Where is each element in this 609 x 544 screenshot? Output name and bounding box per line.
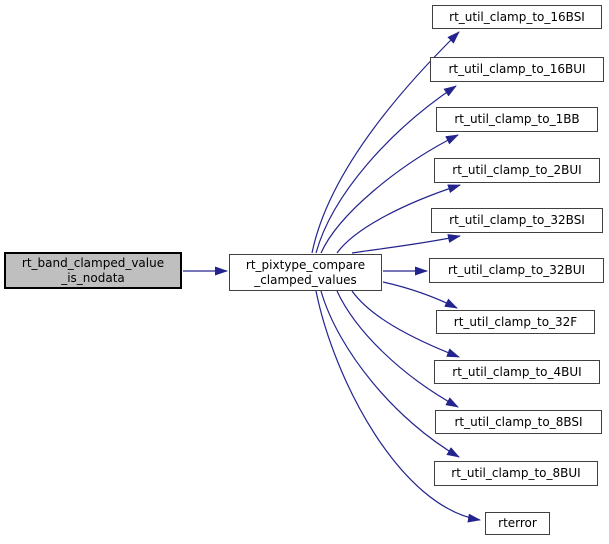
node-rt-util-clamp-to-8bsi[interactable]: rt_util_clamp_to_8BSI: [435, 410, 602, 434]
node-label: rt_util_clamp_to_8BSI: [454, 414, 583, 429]
node-rt-util-clamp-to-2bui[interactable]: rt_util_clamp_to_2BUI: [434, 158, 600, 183]
node-label: rt_util_clamp_to_16BSI: [449, 9, 585, 24]
node-rt-util-clamp-to-4bui[interactable]: rt_util_clamp_to_4BUI: [434, 360, 600, 384]
edge-to-clamp-16bsi: [311, 31, 460, 254]
node-rterror[interactable]: rterror: [485, 512, 550, 535]
edge-to-clamp-2bui: [336, 184, 461, 254]
node-label: rt_util_clamp_to_32BUI: [447, 263, 586, 277]
node-label: rt_util_clamp_to_1BB: [454, 112, 580, 126]
node-label: rt_util_clamp_to_32F: [453, 314, 578, 329]
edge-to-clamp-4bui: [351, 290, 460, 358]
edge-to-rterror: [315, 290, 481, 523]
node-rt-util-clamp-to-16bsi[interactable]: rt_util_clamp_to_16BSI: [432, 5, 602, 29]
node-label: rt_util_clamp_to_32BSI: [449, 213, 585, 227]
node-label: rterror: [498, 516, 537, 530]
node-rt-util-clamp-to-32bsi[interactable]: rt_util_clamp_to_32BSI: [431, 208, 603, 233]
node-rt-util-clamp-to-8bui[interactable]: rt_util_clamp_to_8BUI: [434, 461, 598, 486]
node-rt-util-clamp-to-32bui[interactable]: rt_util_clamp_to_32BUI: [429, 258, 604, 283]
node-rt-util-clamp-to-1bb[interactable]: rt_util_clamp_to_1BB: [436, 107, 598, 132]
edge-to-clamp-32f: [382, 281, 458, 309]
edge-to-clamp-32bsi: [351, 234, 461, 254]
node-label-line: rt_band_clamped_value: [21, 255, 165, 270]
node-rt-util-clamp-to-16bui[interactable]: rt_util_clamp_to_16BUI: [430, 57, 604, 82]
node-label-line: _is_nodata: [61, 270, 125, 285]
edge-to-clamp-1bb: [320, 134, 459, 254]
node-label: rt_util_clamp_to_4BUI: [452, 364, 582, 379]
node-label: rt_util_clamp_to_16BUI: [448, 62, 586, 76]
node-label-line: rt_pixtype_compare: [245, 257, 366, 272]
node-rt-pixtype-compare-clamped-values[interactable]: rt_pixtype_compare _clamped_values: [229, 254, 382, 291]
edge-to-clamp-8bsi: [336, 290, 459, 408]
node-label: rt_util_clamp_to_8BUI: [451, 466, 581, 480]
node-label: rt_util_clamp_to_2BUI: [452, 163, 582, 177]
edge-to-clamp-16bui: [315, 85, 457, 254]
edge-to-clamp-8bui: [320, 290, 460, 458]
node-label-line: _clamped_values: [254, 272, 357, 287]
node-rt-band-clamped-value-is-nodata: rt_band_clamped_value _is_nodata: [4, 252, 182, 289]
node-rt-util-clamp-to-32f[interactable]: rt_util_clamp_to_32F: [436, 310, 595, 334]
